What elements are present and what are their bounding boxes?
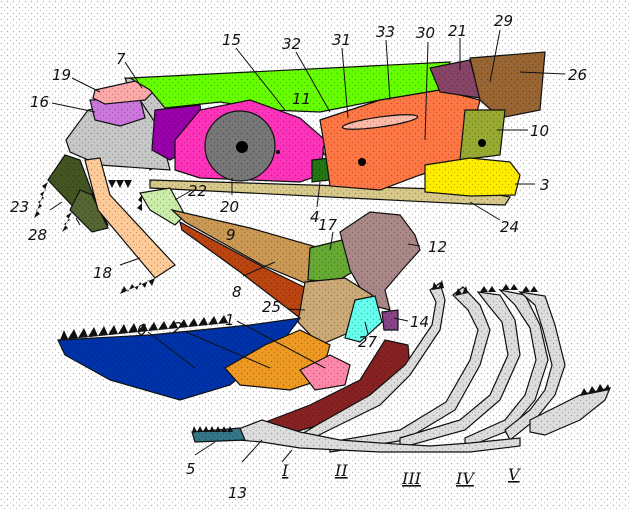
label-16: 16 — [30, 93, 49, 111]
orbit-spot — [276, 150, 280, 154]
label-2: 2 — [173, 319, 183, 337]
teeth-maxilla — [62, 212, 72, 232]
label-33: 33 — [376, 23, 395, 41]
label-32: 32 — [282, 35, 301, 53]
number-labels: 1 2 3 4 5 6 7 8 9 10 11 12 13 14 15 16 1… — [10, 12, 587, 502]
label-14: 14 — [410, 313, 429, 331]
label-17: 17 — [318, 216, 338, 234]
teeth-dentary — [60, 315, 228, 340]
label-31: 31 — [332, 31, 351, 49]
label-15: 15 — [222, 31, 241, 49]
label-13: 13 — [228, 484, 247, 502]
label-6: 6 — [137, 321, 147, 339]
teeth-22 — [137, 195, 142, 211]
arch-label-II: II — [334, 461, 348, 480]
label-1: 1 — [225, 311, 235, 329]
leader-lines — [49, 29, 566, 463]
label-5: 5 — [186, 460, 196, 478]
label-29: 29 — [494, 12, 513, 30]
label-24: 24 — [500, 218, 519, 236]
label-18: 18 — [93, 264, 112, 282]
label-25: 25 — [262, 298, 281, 316]
arch-label-I: I — [281, 461, 289, 480]
label-11: 11 — [292, 90, 311, 108]
label-4: 4 — [310, 208, 320, 226]
label-7: 7 — [116, 50, 126, 68]
label-21: 21 — [448, 22, 467, 40]
gill-arch-labels: I II III IV V — [281, 461, 521, 488]
label-12: 12 — [428, 238, 447, 256]
orange-spot — [358, 158, 366, 166]
arch-label-IV: IV — [455, 469, 475, 488]
label-9: 9 — [226, 226, 236, 244]
teeth-5 — [192, 426, 233, 432]
label-27: 27 — [358, 333, 378, 351]
teeth-peach — [120, 278, 155, 294]
label-22: 22 — [188, 182, 207, 200]
label-19: 19 — [52, 66, 71, 84]
teeth-premaxilla — [34, 182, 48, 218]
label-20: 20 — [220, 198, 239, 216]
label-10: 10 — [530, 122, 549, 140]
label-28: 28 — [28, 226, 47, 244]
arch-label-III: III — [401, 469, 422, 488]
label-26: 26 — [568, 66, 587, 84]
label-8: 8 — [232, 283, 242, 301]
teeth-upper-small — [108, 180, 132, 188]
label-30: 30 — [416, 24, 435, 42]
teeth-arches-top — [432, 280, 538, 296]
label-3: 3 — [540, 176, 550, 194]
teeth-pharyngeal — [580, 384, 610, 396]
arch-label-V: V — [508, 465, 521, 484]
label-23: 23 — [10, 198, 29, 216]
